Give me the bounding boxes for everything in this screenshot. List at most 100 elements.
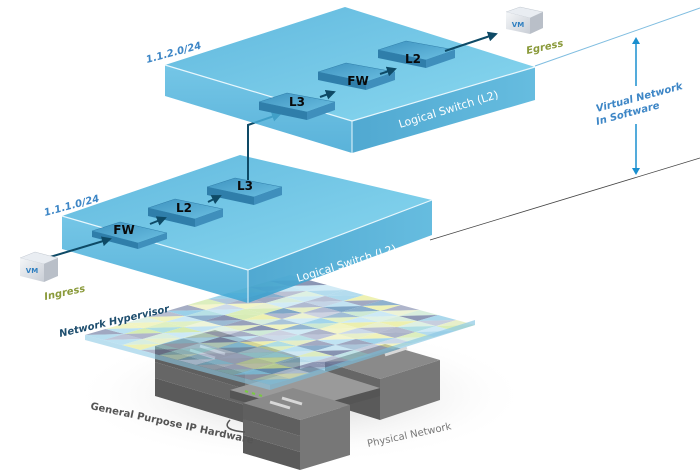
hypervisor-tile: [380, 305, 420, 311]
hypervisor-tile: [294, 351, 334, 357]
hypervisor-tile: [196, 359, 235, 365]
ingress-vm[interactable]: VM: [19, 251, 59, 282]
hypervisor-tile: [206, 304, 245, 310]
upper-switch-front: [165, 65, 352, 153]
lower-logical-switch: FW L2 L3 Logical Switch (L2) 1.1.1.0/24: [43, 111, 433, 303]
hypervisor-tile: [259, 335, 299, 341]
lower-switch-side: [248, 200, 432, 303]
hypervisor-tile: [302, 312, 342, 318]
hypervisor-tile: [239, 341, 278, 347]
upper-node-l3-label: L3: [289, 95, 305, 109]
hypervisor-tile: [417, 320, 457, 326]
hypervisor-tile: [251, 374, 291, 380]
lower-node-l2[interactable]: L2: [147, 198, 224, 227]
hypervisor-tile: [204, 320, 243, 326]
hypervisor-tile: [214, 369, 254, 375]
dimension-arrowhead-up: [632, 37, 640, 44]
hypervisor-tile: [267, 291, 307, 297]
hypervisor-tile: [315, 345, 354, 351]
l2-to-l3-arrow: [207, 195, 222, 205]
upper-node-l3[interactable]: L3: [258, 92, 336, 120]
hypervisor-tile: [261, 324, 301, 330]
hypervisor-tile: [317, 334, 356, 340]
hypervisor-tile: [323, 306, 362, 312]
hypervisor-tile: [214, 364, 254, 370]
hypervisor-tile: [300, 323, 340, 329]
hypervisor-edge: [85, 335, 270, 390]
hypervisor-tile: [243, 319, 282, 325]
hypervisor-tile: [313, 356, 352, 362]
hypervisor-tile: [292, 367, 332, 373]
hypervisor-tile: [253, 368, 293, 374]
hypervisor-tile: [315, 350, 354, 356]
upper-node-l2[interactable]: L2: [377, 40, 456, 68]
lower-node-l3[interactable]: L3: [206, 177, 283, 205]
hypervisor-tile: [278, 335, 317, 341]
l3-to-fw-arrow: [319, 89, 336, 100]
hypervisor-tile: [280, 329, 319, 335]
hypervisor-tile: [272, 373, 311, 379]
hypervisor-tile: [304, 296, 344, 302]
lower-node-fw[interactable]: FW: [91, 221, 168, 249]
hypervisor-tile: [122, 339, 161, 345]
hypervisor-tile: [335, 344, 375, 350]
hypervisor-tile: [298, 329, 338, 335]
hypervisor-tile: [235, 358, 274, 364]
hypervisor-tile: [216, 358, 256, 364]
hypervisor-tile: [341, 306, 381, 312]
hypervisor-tile: [251, 379, 291, 385]
hypervisor-tile: [341, 311, 381, 317]
hypervisor-tile: [222, 325, 262, 331]
hypervisor-tile: [187, 304, 227, 310]
hypervisor-tile: [144, 327, 184, 333]
hypervisor-tile: [177, 359, 217, 365]
hypervisor-tile: [239, 336, 278, 342]
hypervisor-tile: [198, 348, 237, 354]
upper-node-fw[interactable]: FW: [317, 62, 396, 90]
hypervisor-tile: [397, 326, 436, 332]
egress-vm[interactable]: VM: [505, 6, 544, 34]
hypervisor-tile: [321, 312, 360, 318]
hypervisor-tile: [374, 338, 414, 344]
hypervisor-tile: [360, 311, 399, 317]
hypervisor-tile: [276, 351, 315, 357]
hypervisor-tile: [165, 316, 204, 322]
hypervisor-tile: [343, 295, 383, 301]
hypervisor-tile: [335, 339, 375, 345]
hypervisor-tile: [354, 344, 393, 350]
hypervisor-tile: [202, 326, 241, 332]
hypervisor-tile: [257, 346, 297, 352]
hypervisor-tile: [196, 364, 235, 370]
hypervisor-tile: [272, 368, 311, 374]
hypervisor-tile: [233, 374, 272, 380]
hypervisor-tile: [218, 342, 258, 348]
hypervisor-tile: [198, 353, 237, 359]
upper-node-l2-label: L2: [405, 52, 421, 66]
hypervisor-tile: [304, 301, 344, 307]
hypervisor-tile: [294, 356, 334, 362]
hypervisor-tile: [243, 314, 282, 320]
hypervisor-tile: [265, 302, 305, 308]
hypervisor-tile: [376, 332, 416, 338]
hypervisor-tile: [126, 317, 165, 323]
virtual-network-dimension: [632, 37, 640, 175]
hypervisor-tile: [226, 303, 266, 309]
hypervisor-tile: [399, 310, 438, 316]
hypervisor-tile: [306, 290, 346, 296]
hypervisor-tile: [185, 315, 225, 321]
hypervisor-tile: [161, 338, 200, 344]
hypervisor-tile: [296, 345, 336, 351]
hypervisor-tile: [218, 347, 258, 353]
hypervisor-tile: [142, 333, 182, 339]
hypervisor-tile: [103, 339, 143, 345]
hypervisor-tile: [397, 321, 436, 327]
hypervisor-tile: [317, 339, 356, 345]
hypervisor-tile: [216, 353, 256, 359]
hypervisor-tile: [124, 328, 163, 334]
hypervisor-tile: [356, 333, 395, 339]
hypervisor-tile: [185, 310, 225, 316]
hypervisor-tile: [183, 321, 223, 327]
hypervisor-tile: [362, 305, 401, 311]
hypervisor-tile: [302, 307, 342, 313]
hypervisor-tile: [339, 317, 379, 323]
